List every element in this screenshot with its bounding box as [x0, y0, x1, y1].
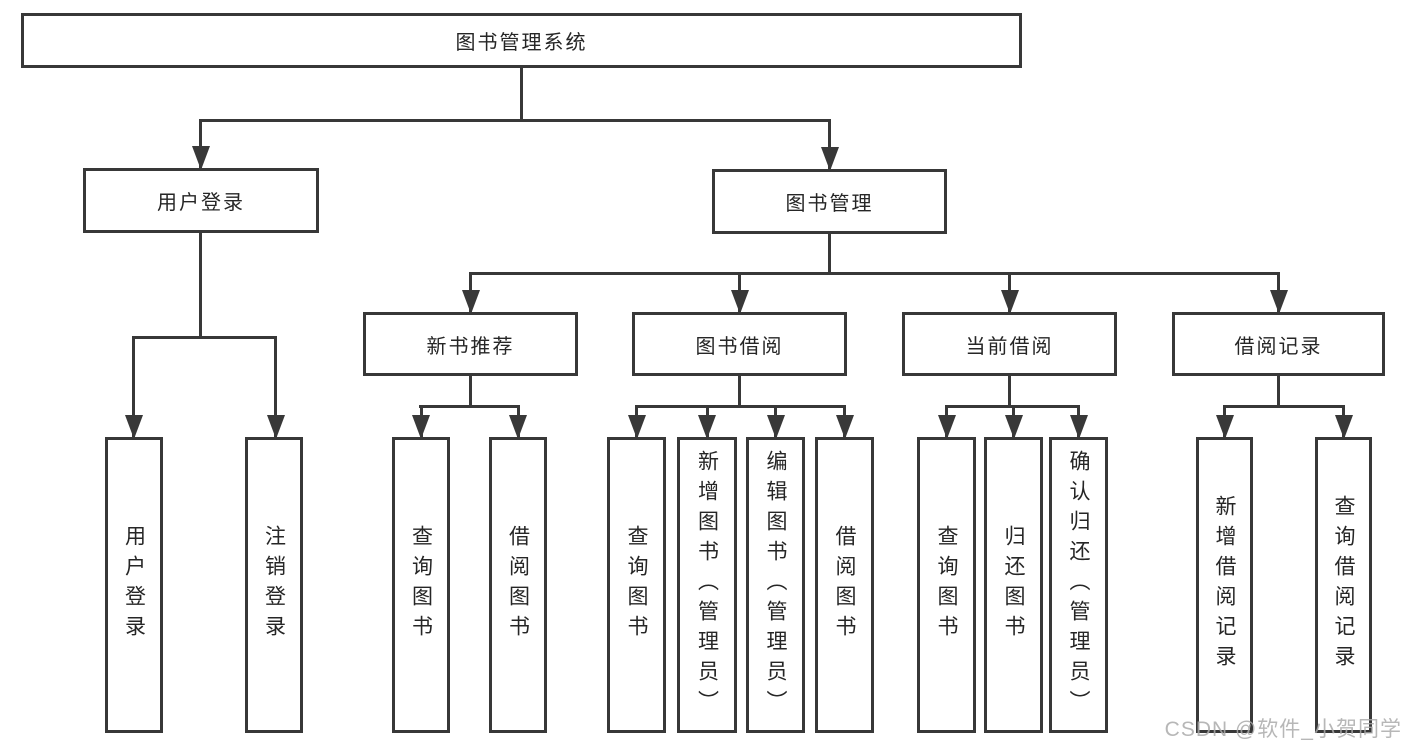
- arrow-borrow-query: [627, 405, 646, 439]
- node-book-mgmt-label: 图书管理: [785, 193, 874, 215]
- leaf-borrow-edit-books-admin: 编辑图书（管理员）: [746, 437, 805, 733]
- arrow-to-book-mgmt: [820, 119, 839, 171]
- connector-mgmt-stem: [828, 234, 831, 275]
- node-user-login: 用户登录: [83, 168, 319, 233]
- node-new-books: 新书推荐: [363, 312, 578, 376]
- arrow-borrow-add: [698, 405, 716, 439]
- connector-borrow-stem: [738, 376, 741, 408]
- arrow-newbooks-query: [412, 405, 430, 439]
- leaf-borrow-query-books: 查询图书: [607, 437, 666, 733]
- connector-newbooks-split: [419, 405, 520, 408]
- node-book-borrow-label: 图书借阅: [695, 335, 784, 358]
- leaf-records-query-record: 查询借阅记录: [1315, 437, 1372, 733]
- connector-login-stem: [199, 233, 202, 339]
- leaf-logout-label: 注销登录: [262, 525, 286, 645]
- arrow-to-book-borrow: [730, 272, 749, 314]
- leaf-borrow-add-books-admin-label: 新增图书（管理员）: [695, 450, 719, 720]
- arrow-current-return: [1004, 405, 1023, 439]
- leaf-user-login-label: 用户登录: [122, 525, 146, 645]
- arrow-to-user-login: [191, 119, 210, 170]
- leaf-borrow-edit-books-admin-label: 编辑图书（管理员）: [764, 450, 788, 720]
- leaf-current-query-books-label: 查询图书: [935, 525, 959, 645]
- node-borrow-records: 借阅记录: [1172, 312, 1385, 376]
- arrow-newbooks-borrow: [509, 405, 527, 439]
- leaf-borrow-add-books-admin: 新增图书（管理员）: [677, 437, 737, 733]
- node-root: 图书管理系统: [21, 13, 1022, 68]
- arrow-records-query: [1334, 405, 1353, 439]
- leaf-current-return-books: 归还图书: [984, 437, 1043, 733]
- connector-records-stem: [1277, 376, 1280, 408]
- leaf-current-return-books-label: 归还图书: [1002, 525, 1026, 645]
- arrow-current-confirm: [1069, 405, 1088, 439]
- leaf-newbooks-query-books: 查询图书: [392, 437, 450, 733]
- arrow-current-query: [937, 405, 956, 439]
- node-book-borrow: 图书借阅: [632, 312, 847, 376]
- connector-records-split: [1223, 405, 1345, 408]
- leaf-newbooks-query-books-label: 查询图书: [409, 525, 433, 645]
- arrow-to-leaf-logout: [266, 336, 285, 439]
- node-current-borrow-label: 当前借阅: [965, 335, 1054, 358]
- leaf-current-confirm-return-admin-label: 确认归还（管理员）: [1067, 450, 1091, 720]
- connector-root-split: [199, 119, 831, 122]
- node-current-borrow: 当前借阅: [902, 312, 1117, 376]
- leaf-borrow-borrow-books: 借阅图书: [815, 437, 874, 733]
- leaf-records-query-record-label: 查询借阅记录: [1332, 495, 1356, 675]
- leaf-user-login: 用户登录: [105, 437, 163, 733]
- leaf-current-query-books: 查询图书: [917, 437, 976, 733]
- leaf-newbooks-borrow-books-label: 借阅图书: [506, 525, 530, 645]
- node-user-login-label: 用户登录: [157, 192, 245, 214]
- connector-newbooks-stem: [469, 376, 472, 408]
- arrow-records-add: [1215, 405, 1234, 439]
- node-borrow-records-label: 借阅记录: [1234, 335, 1323, 358]
- connector-borrow-split: [635, 405, 846, 408]
- connector-current-stem: [1008, 376, 1011, 408]
- arrow-to-borrow-records: [1269, 272, 1288, 314]
- arrow-borrow-edit: [766, 405, 785, 439]
- csdn-watermark: CSDN @软件_小贺同学: [1164, 718, 1402, 741]
- leaf-borrow-query-books-label: 查询图书: [625, 525, 649, 645]
- leaf-records-add-record-label: 新增借阅记录: [1213, 495, 1237, 675]
- node-book-mgmt: 图书管理: [712, 169, 947, 234]
- arrow-to-new-books: [461, 272, 480, 314]
- leaf-newbooks-borrow-books: 借阅图书: [489, 437, 547, 733]
- connector-login-split: [132, 336, 277, 339]
- arrow-to-current-borrow: [1000, 272, 1019, 314]
- arrow-to-leaf-login: [124, 336, 143, 439]
- connector-mgmt-split: [469, 272, 1280, 275]
- leaf-borrow-borrow-books-label: 借阅图书: [833, 525, 857, 645]
- connector-root-stem: [520, 68, 523, 122]
- leaf-current-confirm-return-admin: 确认归还（管理员）: [1049, 437, 1108, 733]
- arrow-borrow-borrow: [835, 405, 854, 439]
- node-root-label: 图书管理系统: [455, 32, 588, 54]
- leaf-records-add-record: 新增借阅记录: [1196, 437, 1253, 733]
- node-new-books-label: 新书推荐: [426, 335, 515, 358]
- leaf-logout: 注销登录: [245, 437, 303, 733]
